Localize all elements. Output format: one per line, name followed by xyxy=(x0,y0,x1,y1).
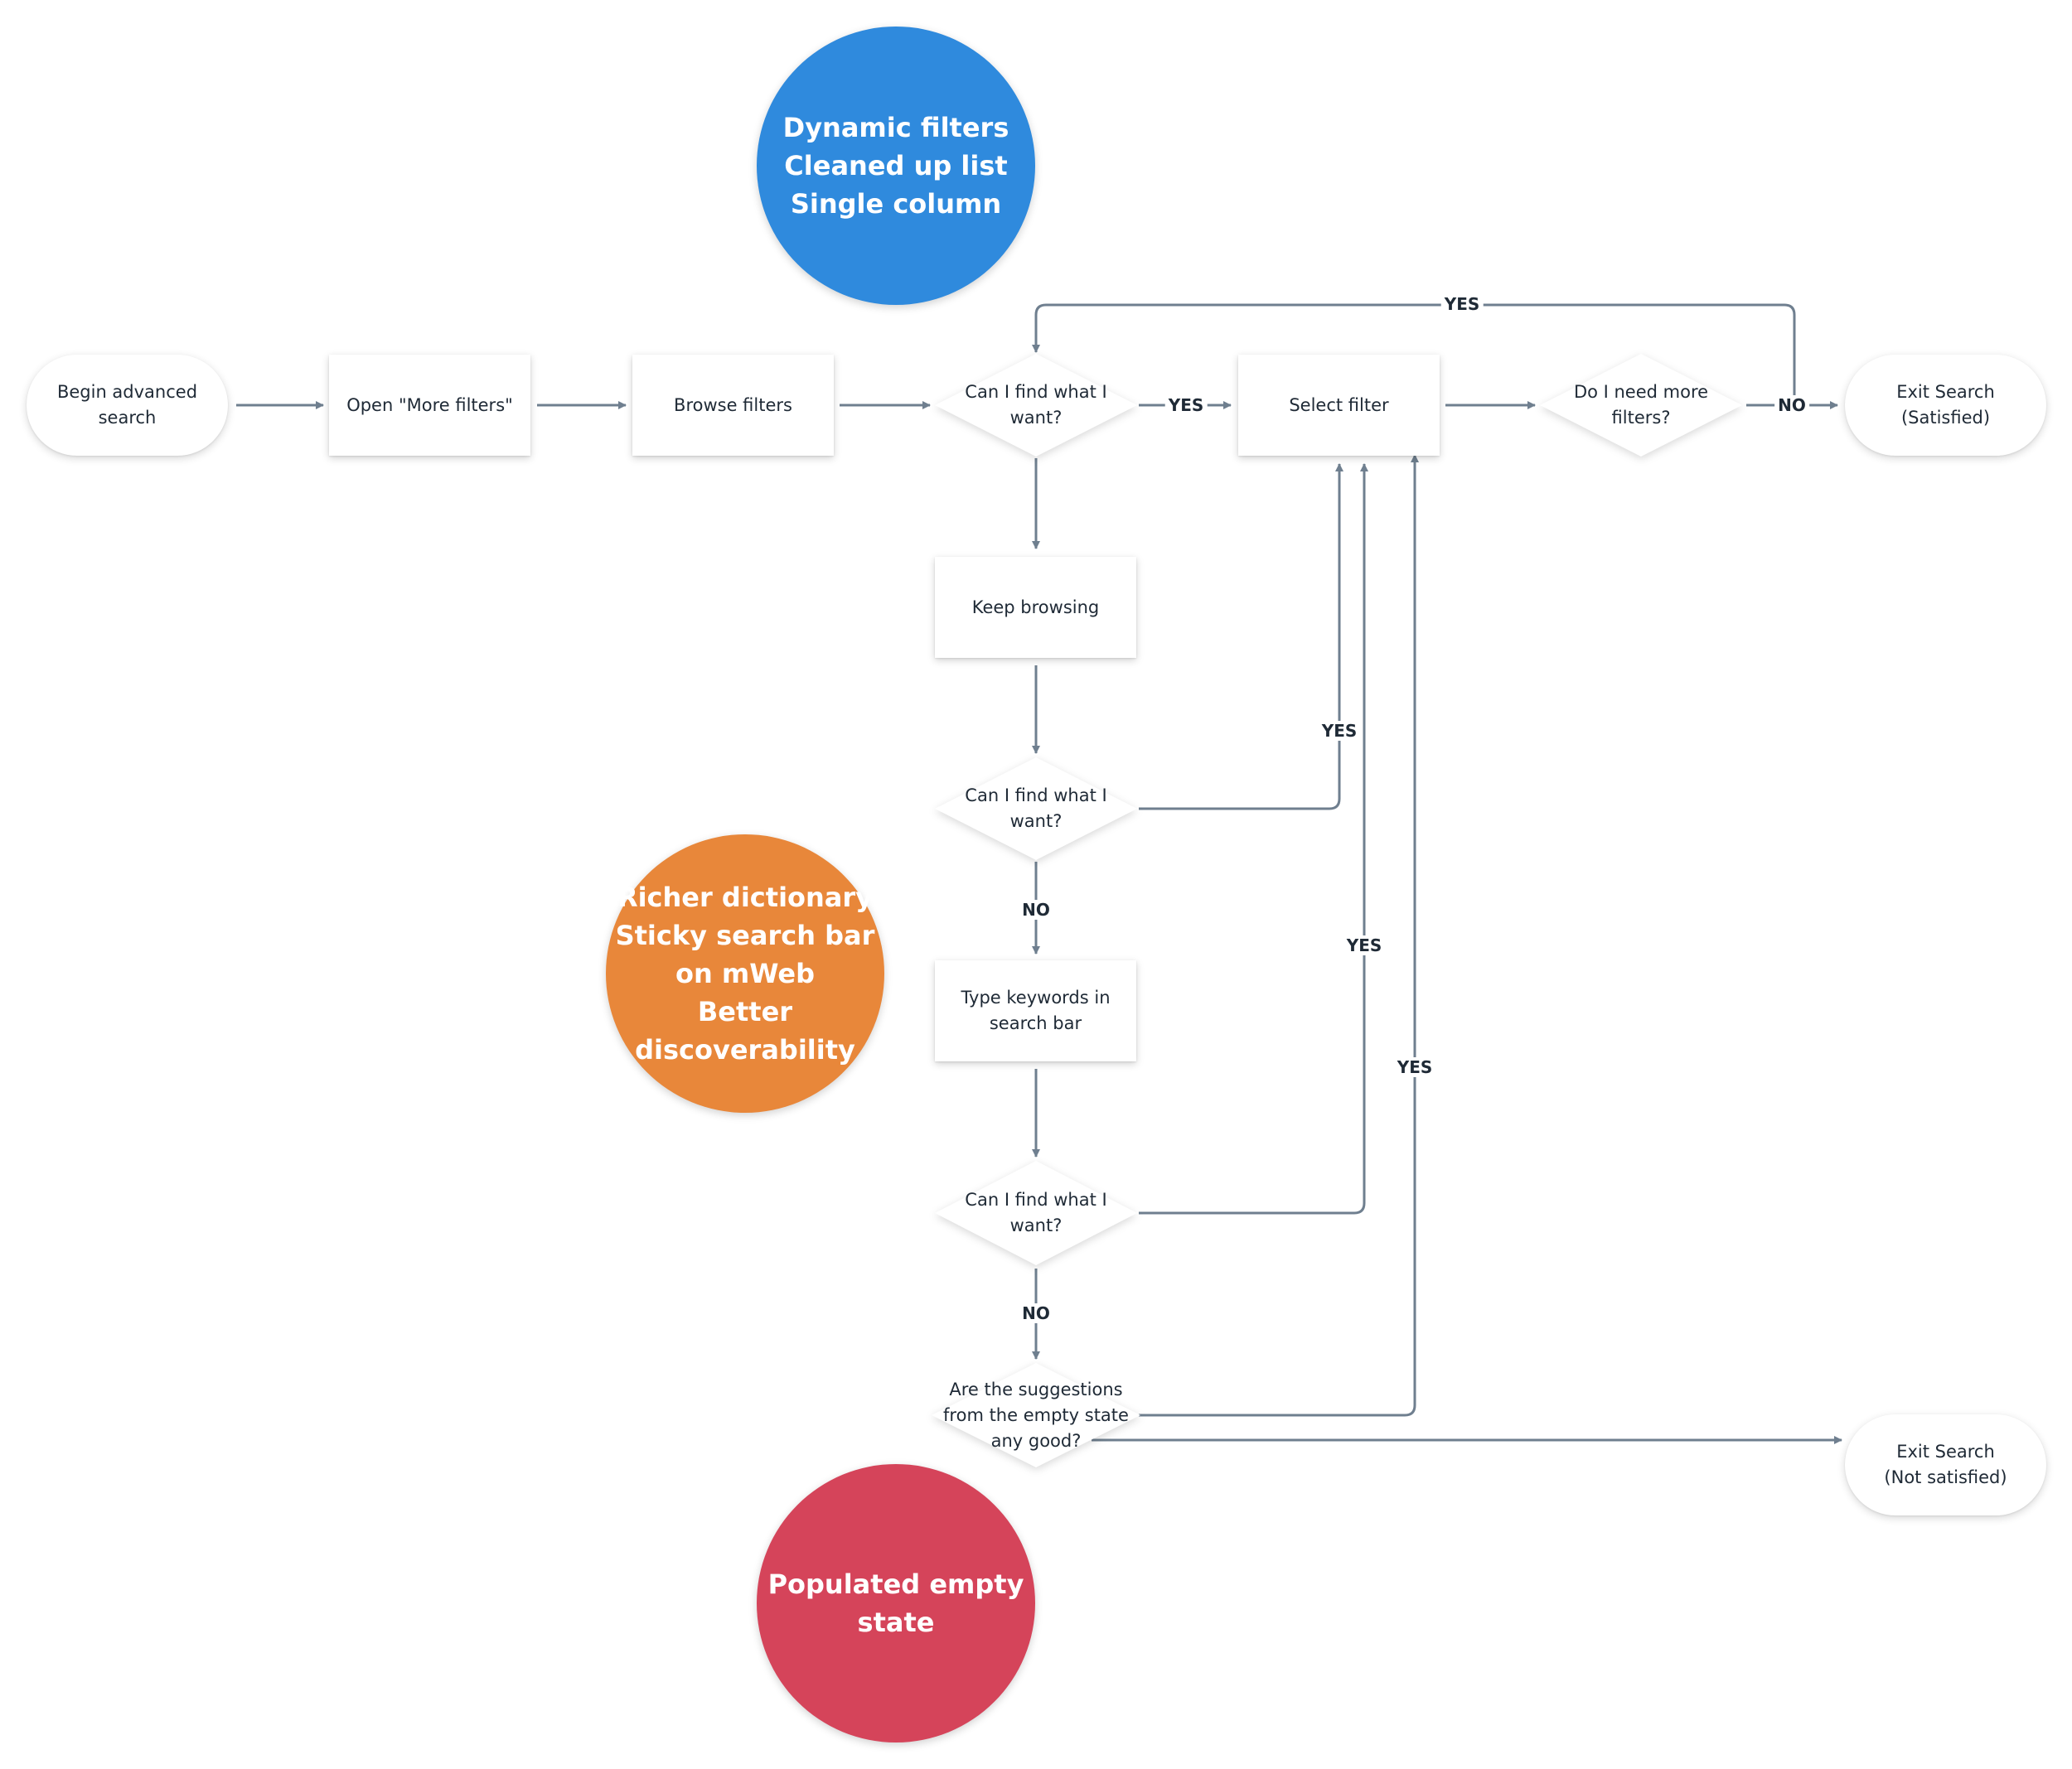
decision-diamond-more-filters xyxy=(1540,354,1742,457)
node-select-filter: Select filter xyxy=(1238,355,1440,456)
decision-diamond-find-1 xyxy=(935,354,1137,457)
node-open-more-filters: Open "More filters" xyxy=(329,355,530,456)
edge-label-yes-find2: YES xyxy=(1318,721,1361,741)
edge-label-yes-loop: YES xyxy=(1440,294,1484,314)
decision-suggestions-text: Are the suggestions from the empty state… xyxy=(943,1379,1129,1451)
edge-label-no-more-filters: NO xyxy=(1774,395,1809,415)
edge-find3-select xyxy=(1139,463,1368,1215)
node-begin-advanced-search: Begin advanced search xyxy=(27,355,228,456)
callout-richer-dictionary: Richer dictionary Sticky search bar on m… xyxy=(606,834,884,1113)
edge-label-no-find2: NO xyxy=(1019,900,1053,920)
decision-diamond-find-3 xyxy=(935,1161,1137,1265)
decision-diamond-suggestions xyxy=(932,1363,1140,1467)
node-exit-not-satisfied: Exit Search (Not satisfied) xyxy=(1845,1414,2046,1515)
callout-dynamic-filters: Dynamic filters Cleaned up list Single c… xyxy=(757,27,1035,305)
decision-find-2-text: Can I find what I want? xyxy=(965,785,1107,831)
edge-find2-select xyxy=(1139,463,1343,810)
edge-label-yes-find1: YES xyxy=(1164,395,1208,415)
decision-diamond-find-2 xyxy=(935,757,1137,860)
edge-suggest-select xyxy=(1139,454,1419,1417)
decision-more-filters-text: Do I need more filters? xyxy=(1573,382,1709,428)
edge-label-yes-find3: YES xyxy=(1343,935,1386,955)
node-keep-browsing: Keep browsing xyxy=(935,557,1136,658)
node-exit-satisfied: Exit Search (Satisfied) xyxy=(1845,355,2046,456)
node-browse-filters: Browse filters xyxy=(632,355,834,456)
callout-populated-empty-state: Populated empty state xyxy=(757,1464,1035,1742)
node-type-keywords: Type keywords in search bar xyxy=(935,960,1136,1061)
decision-find-3-text: Can I find what I want? xyxy=(965,1190,1107,1235)
edge-label-yes-suggestions: YES xyxy=(1393,1057,1436,1077)
edge-morefilters-loop xyxy=(1032,303,1796,405)
edge-label-no-find3: NO xyxy=(1019,1303,1053,1323)
decision-find-1-text: Can I find what I want? xyxy=(965,382,1107,428)
